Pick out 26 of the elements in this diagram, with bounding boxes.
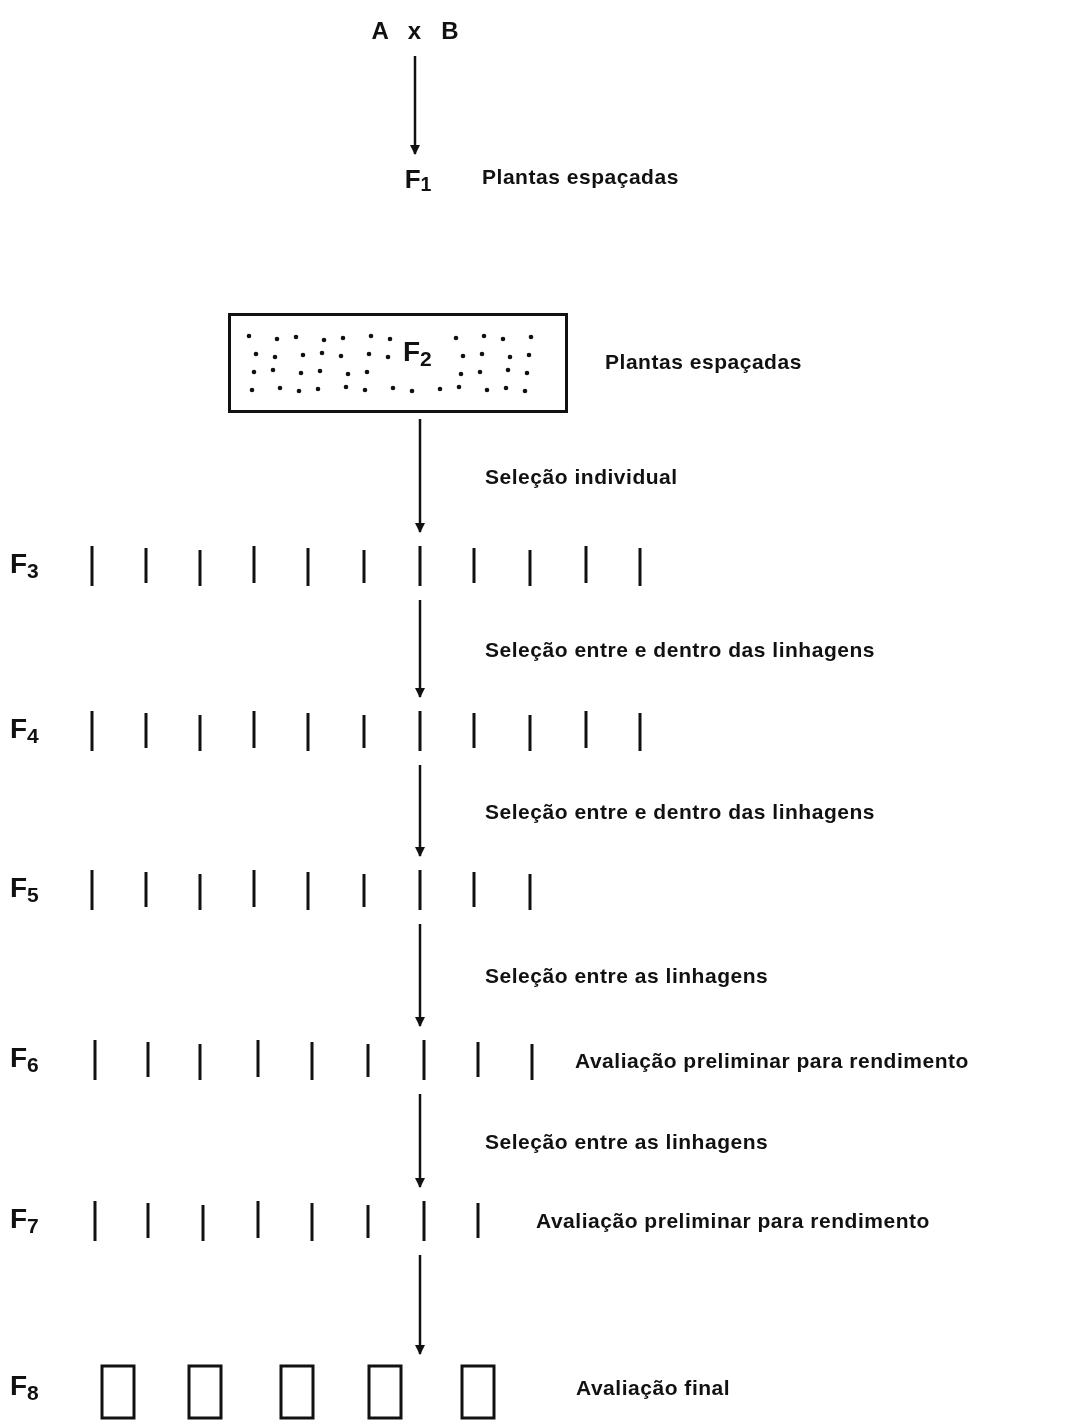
arrow xyxy=(415,419,425,533)
stage-note: Avaliação preliminar para rendimento xyxy=(536,1210,930,1231)
stage-note: Avaliação final xyxy=(576,1377,731,1398)
cross-label: A x B xyxy=(370,16,460,46)
stage-note: Avaliação preliminar para rendimento xyxy=(575,1050,969,1071)
generation-label: F$_{2}$ xyxy=(403,338,432,366)
generation-label: F$_{5}$ xyxy=(10,874,39,902)
arrow xyxy=(415,765,425,857)
arrow xyxy=(415,924,425,1027)
edge-label: Seleção entre as linhagens xyxy=(485,1130,769,1152)
generation-label: F$_{7}$ xyxy=(10,1205,39,1233)
generation-label: F$_{4}$ xyxy=(10,715,39,743)
generation-label: F$_{8}$ xyxy=(10,1372,39,1400)
generation-label: F$_{3}$ xyxy=(10,550,39,578)
generation-label: F$_{1}$ xyxy=(403,162,433,197)
edge-label: Seleção entre e dentro das linhagens xyxy=(485,638,876,660)
edge-label: Seleção entre e dentro das linhagens xyxy=(485,800,876,822)
stage-note: Plantas espaçadas xyxy=(482,166,679,187)
arrow xyxy=(415,600,425,698)
arrow xyxy=(415,1255,425,1355)
generation-label: F$_{6}$ xyxy=(10,1044,39,1072)
edge-label: Seleção individual xyxy=(485,465,678,487)
arrow xyxy=(415,1094,425,1188)
arrow xyxy=(410,56,420,155)
stage-note: Plantas espaçadas xyxy=(605,351,802,372)
edge-label: Seleção entre as linhagens xyxy=(485,965,769,986)
